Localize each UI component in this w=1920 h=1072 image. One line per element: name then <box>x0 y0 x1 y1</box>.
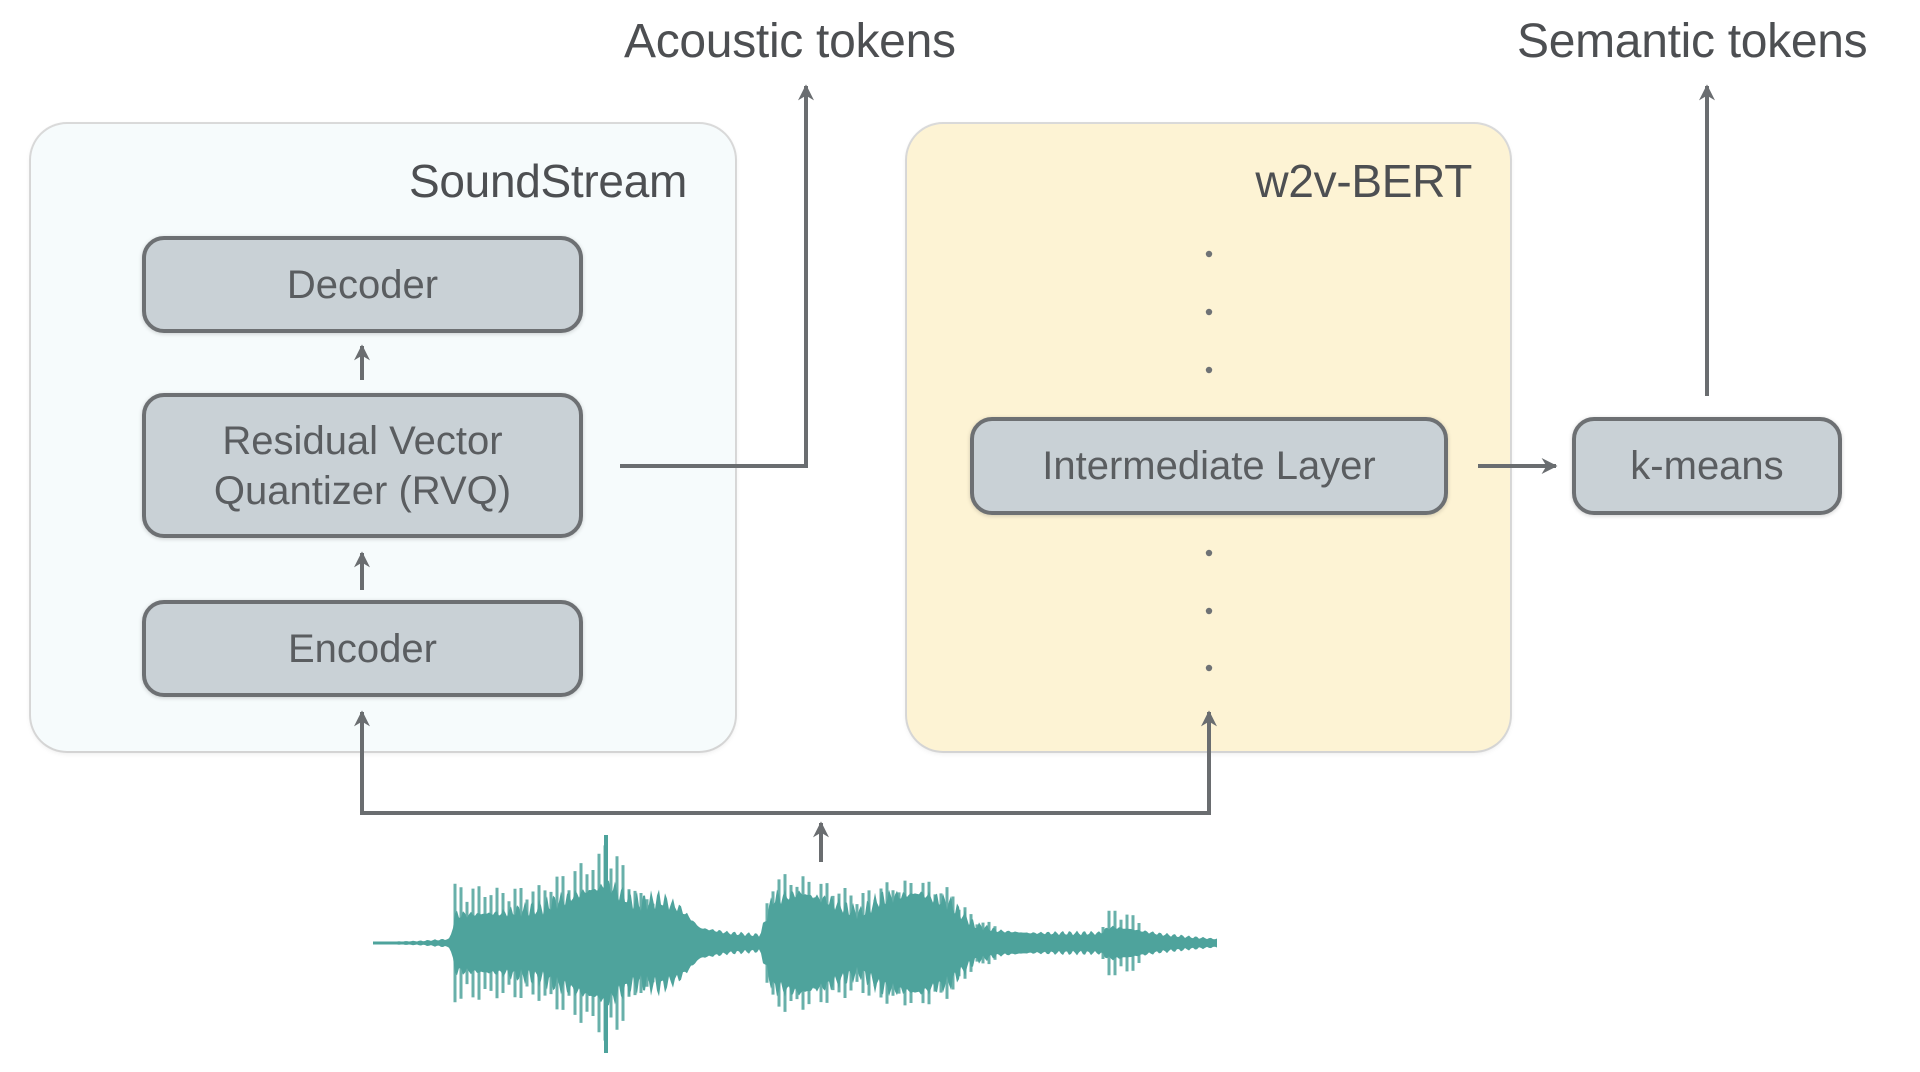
ellipsis-dot <box>1205 366 1213 374</box>
intermediate-layer-block: Intermediate Layer <box>970 417 1448 515</box>
rvq-label-line2: Quantizer (RVQ) <box>213 468 512 513</box>
intermediate-layer-label: Intermediate Layer <box>1042 444 1376 488</box>
encoder-block: Encoder <box>142 600 583 697</box>
encoder-label: Encoder <box>288 626 437 671</box>
ellipsis-dot <box>1205 308 1213 316</box>
decoder-block: Decoder <box>142 236 583 333</box>
audio-waveform <box>373 835 1217 1053</box>
ellipsis-dot <box>1205 250 1213 258</box>
arrow-rvq-to-acoustic-tokens <box>620 84 814 468</box>
ellipsis-dot <box>1205 549 1213 557</box>
waveform-body <box>373 879 1217 1007</box>
kmeans-label: k-means <box>1630 444 1784 488</box>
rvq-label-line1: Residual Vector <box>222 418 503 463</box>
ellipsis-dot <box>1205 664 1213 672</box>
ellipsis-dot <box>1205 607 1213 615</box>
soundstream-title: SoundStream <box>409 155 687 207</box>
kmeans-block: k-means <box>1572 417 1842 515</box>
rvq-block: Residual Vector Quantizer (RVQ) <box>142 393 583 538</box>
decoder-label: Decoder <box>286 262 439 307</box>
acoustic-tokens-label: Acoustic tokens <box>624 15 956 68</box>
semantic-tokens-label: Semantic tokens <box>1517 15 1868 68</box>
w2v-ellipsis <box>1205 250 1213 672</box>
w2v-bert-title: w2v-BERT <box>1255 155 1472 207</box>
